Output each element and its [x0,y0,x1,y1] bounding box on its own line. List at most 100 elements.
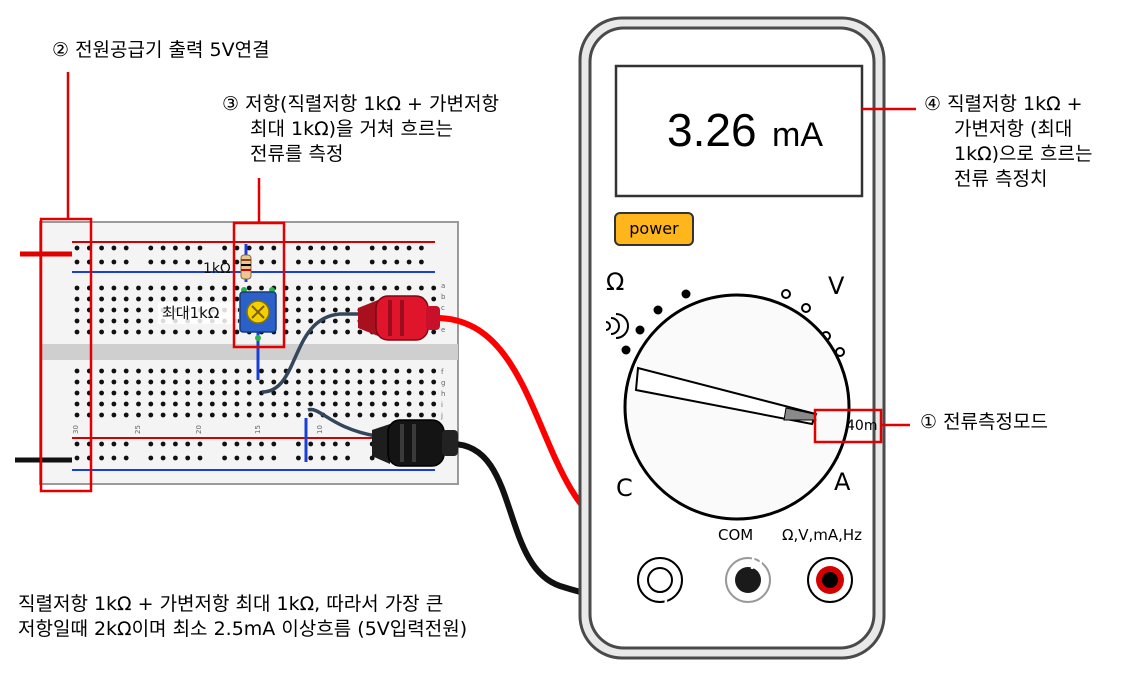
col-number-30: 30 [72,425,80,434]
breadboard-hole [431,368,437,374]
breadboard-hole [332,379,338,385]
breadboard-hole [431,285,437,291]
breadboard-hole [296,401,301,407]
bottom-note-line: 저항일때 2kΩ이며 최소 2.5mA 이상흐름 (5V입력전원) [18,618,468,640]
breadboard-hole [123,441,129,447]
breadboard-hole [369,412,375,418]
breadboard-hole [345,455,350,461]
breadboard-hole [111,441,117,447]
bottom-note: 직렬저항 1kΩ + 가변저항 최대 1kΩ, 따라서 가장 큰 저항일때 2k… [18,592,467,642]
breadboard-hole [148,401,154,407]
breadboard-hole [246,401,252,407]
reading-note-line: 전류 측정치 [954,168,1048,190]
breadboard-hole [320,296,326,302]
breadboard-hole [160,296,166,302]
breadboard-hole [160,390,166,396]
breadboard-hole [148,307,154,313]
multimeter [578,16,916,660]
breadboard-hole [222,379,228,385]
breadboard-hole [246,285,252,291]
row-letter-g: g [441,379,445,387]
breadboard-hole [332,245,338,251]
breadboard-hole [357,379,363,385]
breadboard-hole [332,441,338,447]
breadboard-hole [111,296,117,302]
breadboard-hole [246,390,252,396]
breadboard-hole [320,455,326,461]
dial-label-capacitance: C [616,474,633,502]
breadboard-hole [185,259,191,265]
breadboard-hole [271,455,277,461]
breadboard-hole [99,368,104,374]
input-jack[interactable] [807,557,853,603]
breadboard-hole [296,329,301,335]
breadboard-hole [185,401,191,407]
power-connection-highlight [39,217,93,493]
breadboard-hole [74,401,80,407]
breadboard-hole [222,259,228,265]
breadboard-hole [99,329,104,335]
breadboard-hole [185,412,191,418]
breadboard-hole [99,307,104,313]
breadboard-hole [197,412,203,418]
breadboard-hole [222,285,228,291]
breadboard-hole [419,412,424,418]
row-letter-b: b [441,293,446,301]
breadboard-hole [345,245,350,251]
row-letter-a: a [441,282,445,290]
breadboard-hole [173,259,178,265]
breadboard-hole [99,285,104,291]
current-mode-highlight [813,408,883,444]
breadboard-hole [259,368,264,374]
row-letter-i: i [441,401,443,409]
breadboard-hole [136,401,141,407]
breadboard-hole [160,259,166,265]
breadboard-hole [111,329,117,335]
breadboard-hole [197,368,203,374]
breadboard-hole [308,259,314,265]
breadboard-hole [148,318,154,324]
breadboard-hole [185,368,191,374]
power-button[interactable]: power [614,212,694,246]
breadboard-hole [345,285,350,291]
breadboard-hole [332,368,338,374]
measure-label-line: 전류를 측정 [250,143,344,165]
breadboard-hole [382,245,387,251]
breadboard-hole [332,259,338,265]
breadboard-hole [320,390,326,396]
breadboard-hole [99,259,104,265]
breadboard-hole [209,368,215,374]
breadboard-hole [296,318,301,324]
breadboard-hole [419,285,424,291]
breadboard-hole [74,259,80,265]
breadboard-hole [160,412,166,418]
common-probe-jack[interactable] [725,557,771,603]
breadboard-hole [382,390,387,396]
breadboard-hole [296,368,301,374]
reading-note-label: ④ 직렬저항 1kΩ + 가변저항 (최대 1kΩ)으로 흐르는 전류 측정치 [924,92,1092,192]
breadboard-hole [259,455,264,461]
com-jack[interactable] [637,557,683,603]
breadboard-hole [148,412,154,418]
breadboard-hole [431,390,437,396]
breadboard-hole [234,412,240,418]
breadboard-hole [74,318,80,324]
breadboard-hole [345,379,350,385]
breadboard-hole [406,379,412,385]
breadboard-hole [123,401,129,407]
row-letter-h: h [441,390,445,398]
breadboard-hole [209,412,215,418]
com-label: COM [718,526,753,544]
bottom-note-line: 직렬저항 1kΩ + 가변저항 최대 1kΩ, 따라서 가장 큰 [18,593,444,615]
breadboard-hole [332,412,338,418]
col-number-15: 15 [254,425,262,434]
breadboard-hole [160,329,166,335]
breadboard-hole [148,379,154,385]
row-letter-f: f [441,368,444,376]
breadboard-hole [160,401,166,407]
breadboard-hole [369,296,375,302]
breadboard-hole [332,307,338,313]
col-number-20: 20 [195,425,203,434]
breadboard-hole [74,390,80,396]
breadboard-hole [123,412,129,418]
